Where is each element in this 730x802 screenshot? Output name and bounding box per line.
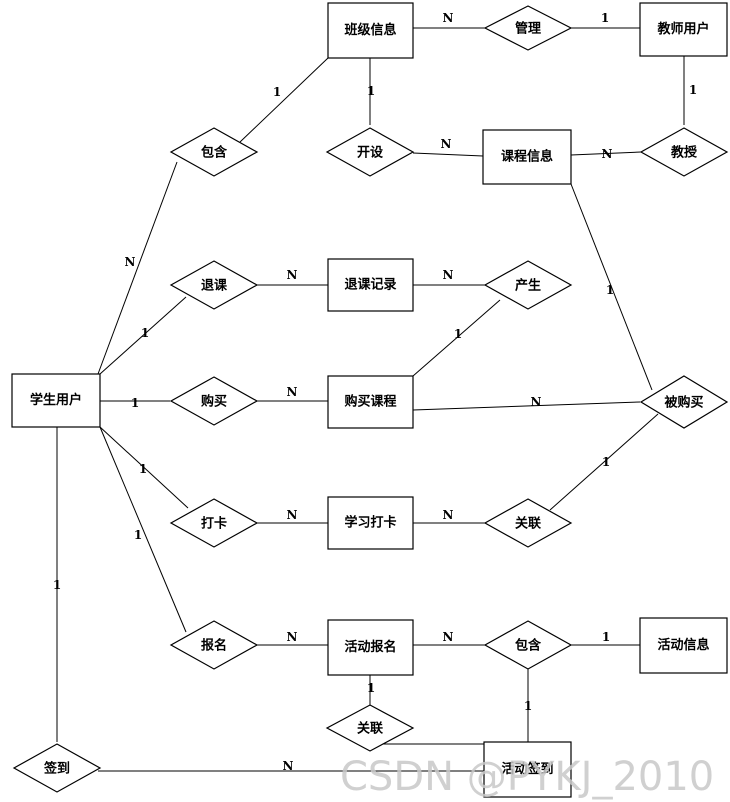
cardinality-label: N	[602, 147, 613, 161]
entity-label: 教师用户	[656, 21, 709, 37]
entity-course-info: 课程信息	[482, 129, 572, 185]
cardinality-label: N	[287, 630, 298, 644]
entity-activity-checkin: 活动签到	[483, 741, 572, 798]
entity-label: 学生用户	[30, 392, 82, 408]
cardinality-label: N	[443, 268, 454, 282]
entity-student-user: 学生用户	[11, 373, 101, 428]
entity-class-info: 班级信息	[327, 2, 414, 59]
relationship-label: 报名	[201, 638, 227, 654]
entities: 班级信息 教师用户 课程信息 退课记录 购买课程 学生用户 学习打卡 活动报名	[11, 2, 728, 798]
relationships: 管理 包含 开设 教授 退课 产生 购买 被购买	[12, 5, 729, 793]
entity-activity-info: 活动信息	[639, 617, 728, 674]
cardinality-label: N	[125, 255, 136, 269]
relationship-label: 退课	[201, 279, 228, 294]
cardinality-label: N	[287, 508, 298, 522]
cardinality-label: 1	[367, 681, 375, 695]
cardinality-label: 1	[53, 578, 61, 592]
relationship-label: 打卡	[201, 516, 227, 532]
cardinality-label: 1	[141, 326, 149, 340]
cardinality-label: 1	[273, 85, 281, 99]
cardinality-label: 1	[689, 83, 697, 97]
relationship-label: 关联	[357, 721, 383, 737]
relationship-open: 开设	[325, 127, 415, 177]
entity-label: 班级信息	[344, 22, 396, 38]
cardinality-label: N	[443, 630, 454, 644]
cardinality-label: 1	[606, 283, 614, 297]
relationship-label: 被购买	[663, 395, 703, 411]
relationship-manage: 管理	[483, 5, 573, 51]
relationship-label: 产生	[515, 278, 541, 294]
relationship-contain-bottom: 包含	[483, 620, 573, 670]
cardinality-label: 1	[367, 84, 375, 98]
cardinality-label: 1	[602, 630, 610, 644]
relationship-purchased: 被购买	[639, 375, 729, 429]
relationship-label: 包含	[515, 638, 542, 654]
cardinality-label: N	[531, 395, 542, 409]
entity-activity-signup: 活动报名	[327, 619, 414, 676]
cardinality-label: 1	[131, 396, 139, 410]
relationship-produce: 产生	[483, 260, 573, 310]
entity-label: 活动签到	[501, 761, 553, 777]
entity-study-checkin: 学习打卡	[327, 496, 414, 550]
cardinality-label: N	[287, 268, 298, 282]
relationship-label: 签到	[43, 761, 70, 777]
cardinality-label: N	[287, 385, 298, 399]
cardinality-label: N	[283, 759, 294, 773]
cardinality-label: 1	[134, 528, 142, 542]
entity-purchased-course: 购买课程	[327, 375, 414, 429]
relationship-associate-bottom: 关联	[325, 704, 415, 752]
entity-label: 课程信息	[501, 149, 553, 165]
cardinality-label: 1	[601, 11, 609, 25]
entity-label: 活动报名	[344, 639, 396, 655]
relationship-label: 管理	[515, 21, 541, 37]
relationship-label: 关联	[515, 516, 541, 532]
relationship-label: 购买	[201, 394, 227, 410]
relationship-sign-in: 签到	[12, 743, 102, 793]
relationship-label: 包含	[201, 145, 228, 161]
entity-label: 活动信息	[657, 637, 709, 653]
relationship-checkin: 打卡	[169, 498, 259, 548]
relationship-drop-course: 退课	[169, 260, 259, 310]
cardinality-label: 1	[524, 699, 532, 713]
entity-drop-record: 退课记录	[327, 258, 414, 312]
cardinality-label: N	[441, 137, 452, 151]
relationship-contain-top: 包含	[169, 127, 259, 177]
entity-teacher-user: 教师用户	[639, 2, 728, 57]
cardinality-labels: N 1 1 N N 1 1 N 1 N N 1 1 N 1 N 1 N N 1 …	[53, 11, 697, 773]
entity-label: 学习打卡	[344, 515, 396, 531]
entity-label: 购买课程	[344, 394, 396, 410]
relationship-buy: 购买	[169, 376, 259, 426]
cardinality-label: 1	[454, 327, 462, 341]
relationship-signup: 报名	[169, 620, 259, 670]
relationship-associate-mid: 关联	[483, 498, 573, 548]
cardinality-label: N	[443, 11, 454, 25]
cardinality-label: 1	[139, 462, 147, 476]
connections	[56, 27, 685, 772]
cardinality-label: N	[443, 508, 454, 522]
relationship-label: 开设	[357, 146, 384, 161]
entity-label: 退课记录	[344, 278, 396, 293]
relationship-teach: 教授	[639, 127, 729, 177]
cardinality-label: 1	[602, 455, 610, 469]
watermark-text: CSDN @PYKJ_2010	[340, 754, 714, 800]
relationship-label: 教授	[670, 145, 698, 161]
